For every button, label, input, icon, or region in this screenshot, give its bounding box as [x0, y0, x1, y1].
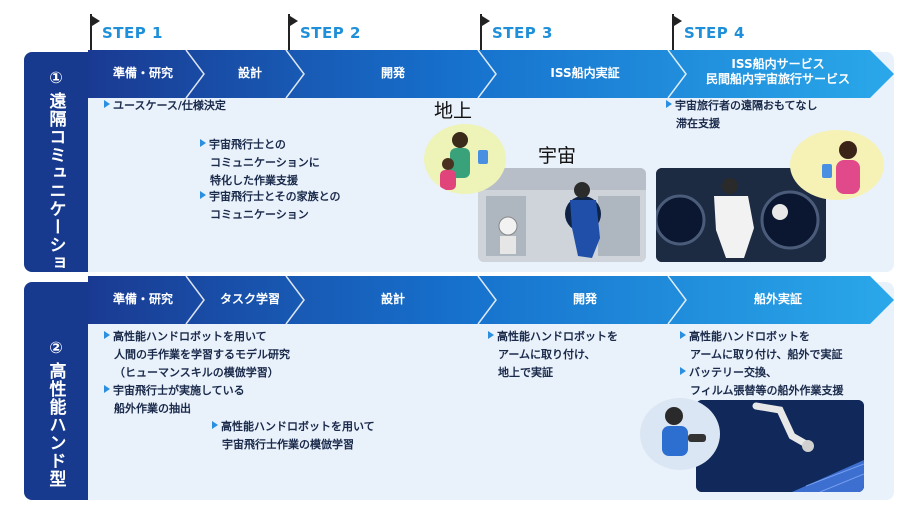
row1-bullet-support: 宇宙飛行士との コミュニケーションに 特化した作業支援 — [200, 136, 320, 190]
row1-arrow-band: 準備・研究 設計 開発 ISS船内実証 ISS船内サービス 民間船内宇宙旅行サー… — [88, 50, 894, 98]
row2-arrow-label-1: 準備・研究 — [112, 292, 173, 306]
row2-arrow-label-2: タスク学習 — [219, 292, 280, 306]
row2-arrow-label-3: 設計 — [380, 292, 405, 306]
row1-title: 遠隔コミュニケーション型 — [45, 92, 66, 308]
step-3-label: STEP 3 — [492, 24, 553, 42]
row2-number: ② — [49, 338, 63, 357]
iss-interior-illustration — [478, 168, 646, 262]
row2-bullet-orbit-demo: 高性能ハンドロボットを アームに取り付け、船外で実証 — [680, 328, 842, 364]
step-2-label: STEP 2 — [300, 24, 361, 42]
tag-ground: 地上 — [434, 100, 473, 122]
row1-arrow-label-5: ISS船内サービス — [731, 57, 825, 71]
hand-operator-illustration — [640, 398, 720, 470]
row2-arrow-label-4: 開発 — [572, 292, 597, 306]
row1-arrow-label-3: 開発 — [380, 66, 405, 80]
row1-arrow-label-4: ISS船内実証 — [550, 66, 620, 80]
row1-sidebar: ① 遠隔コミュニケーション型 — [24, 52, 88, 308]
family-illustration — [424, 124, 506, 194]
row1-arrow-label-1: 準備・研究 — [112, 66, 173, 80]
robot-arm-eva-illustration — [696, 400, 864, 492]
tag-space: 宇宙 — [538, 145, 577, 167]
row1-arrow-label-6: 民間船内宇宙旅行サービス — [705, 72, 850, 86]
row1-bullet-usecase: ユースケース/仕様決定 — [104, 97, 226, 115]
step-1-label: STEP 1 — [102, 24, 163, 42]
row2-bullet-eva-support: バッテリー交換、 フィルム張替等の船外作業支援 — [680, 364, 844, 400]
row2-arrow-band: 準備・研究 タスク学習 設計 開発 船外実証 — [88, 276, 894, 324]
operator-illustration — [790, 130, 884, 200]
row2-bullet-imitation: 高性能ハンドロボットを用いて 宇宙飛行士作業の模倣学習 — [212, 418, 375, 454]
step-4-label: STEP 4 — [684, 24, 745, 42]
row2-bullet-ground-demo: 高性能ハンドロボットを アームに取り付け、 地上で実証 — [488, 328, 618, 382]
row2-title: 高性能ハンド型 — [45, 362, 66, 488]
row1-bullet-family: 宇宙飛行士とその家族との コミュニケーション — [200, 188, 341, 224]
row2-bullet-model: 高性能ハンドロボットを用いて 人間の手作業を学習するモデル研究 （ヒューマンスキ… — [104, 328, 290, 382]
row1-arrow-label-2: 設計 — [237, 66, 262, 80]
row2-sidebar: ② 高性能ハンド型 — [24, 282, 88, 500]
row2-bullet-extract: 宇宙飛行士が実施している 船外作業の抽出 — [104, 382, 245, 418]
row1-number: ① — [49, 68, 63, 87]
row2-arrow-label-5: 船外実証 — [753, 292, 802, 306]
row1-bullet-tourist: 宇宙旅行者の遠隔おもてなし 滞在支援 — [666, 97, 818, 133]
